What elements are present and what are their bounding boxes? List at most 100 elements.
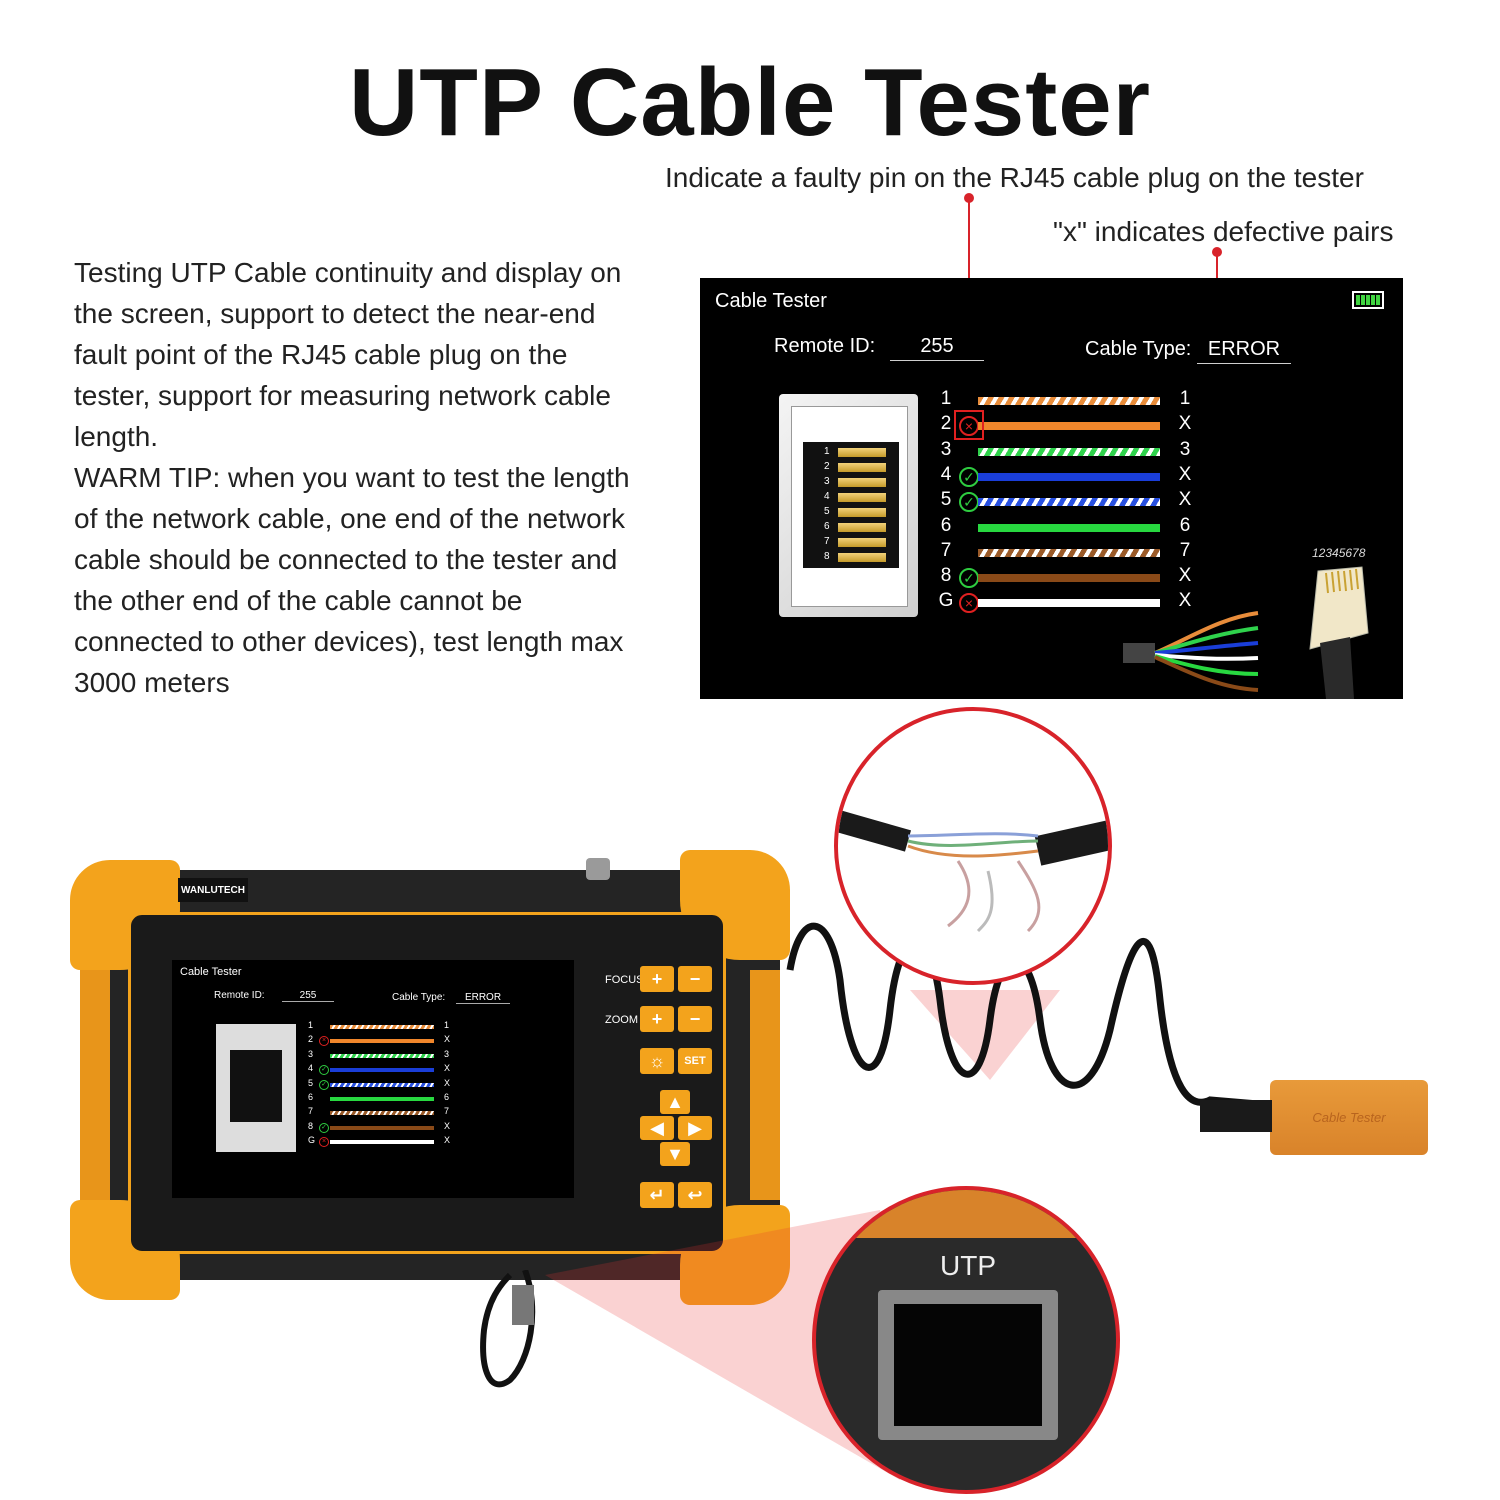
backlight-button[interactable]: ☼: [640, 1048, 674, 1074]
pin-end-status: 1: [1179, 388, 1191, 409]
screen-title: Cable Tester: [715, 290, 827, 312]
utp-port-socket: [878, 1290, 1058, 1440]
cable-type-value: ERROR: [1197, 338, 1291, 364]
zoom-plus-button[interactable]: +: [640, 1006, 674, 1032]
faulty-pin-callout: Indicate a faulty pin on the RJ45 cable …: [665, 162, 1364, 193]
device-pin-end-status: X: [444, 1063, 451, 1074]
pin-end-status: X: [1178, 463, 1192, 485]
port-pin-number: 3: [824, 476, 830, 487]
tester-device: WANLUTECH Cable Tester Remote ID: 255 Ca…: [70, 850, 790, 1305]
pin-label: 5: [940, 489, 952, 511]
stripped-cable-zoom: [834, 707, 1112, 985]
port-pin-contact: [838, 523, 886, 532]
wire-line: [978, 599, 1160, 608]
device-pin-end-status: 6: [444, 1092, 450, 1102]
pin-label: 1: [940, 388, 952, 409]
pin-label: 6: [940, 514, 952, 536]
device-pin-label: 3: [308, 1048, 314, 1059]
device-pin-label: 6: [308, 1092, 314, 1102]
pin-label: 8: [940, 565, 952, 587]
page-title: UTP Cable Tester: [348, 49, 1152, 156]
device-port-graphic: [216, 1024, 296, 1152]
wire-line: [978, 574, 1160, 583]
pin-end-status: X: [1178, 489, 1192, 511]
focus-plus-button[interactable]: +: [640, 966, 674, 992]
ok-check-icon: ✓: [319, 1079, 329, 1090]
device-cable: [480, 1270, 536, 1388]
device-wire-line: [330, 1039, 434, 1044]
faulty-pin-highlight: [954, 410, 984, 440]
enter-button[interactable]: ↵: [640, 1182, 674, 1208]
pin-label: G: [938, 590, 954, 612]
device-remote-id-value: 255: [282, 990, 334, 1002]
left-button[interactable]: ◀: [640, 1116, 674, 1140]
device-pin-end-status: 1: [444, 1020, 450, 1030]
pin-end-status: 3: [1179, 438, 1191, 460]
ok-check-icon: ✓: [319, 1122, 329, 1133]
focus-minus-button[interactable]: −: [678, 966, 712, 992]
device-wire-line: [330, 1097, 434, 1101]
remote-id-value: 255: [890, 335, 984, 361]
device-pin-label: 1: [308, 1020, 314, 1030]
feature-description: Testing UTP Cable continuity and display…: [74, 252, 644, 703]
down-button[interactable]: ▼: [660, 1142, 690, 1166]
error-x-icon: ×: [959, 593, 979, 614]
rj45-plug-graphic: [1309, 566, 1369, 699]
bulb-icon: ☼: [648, 1050, 666, 1071]
up-button[interactable]: ▲: [660, 1090, 690, 1114]
device-pin-end-status: X: [444, 1135, 451, 1146]
port-pin-contact: [838, 508, 886, 517]
arrow-right-icon: ▶: [688, 1117, 702, 1138]
wire-line: [978, 422, 1160, 431]
port-pin-contact: [838, 463, 886, 472]
device-screen-title: Cable Tester: [180, 966, 242, 978]
device-pin-label: 7: [308, 1106, 314, 1117]
right-button[interactable]: ▶: [678, 1116, 712, 1140]
wire-line: [978, 548, 1160, 557]
battery-icon: [1352, 291, 1384, 309]
device-pin-end-status: X: [444, 1034, 451, 1045]
port-pin-contact: [838, 553, 886, 562]
error-x-icon: ×: [319, 1137, 329, 1148]
device-pin-end-status: 3: [444, 1048, 450, 1059]
ok-check-icon: ✓: [959, 492, 979, 513]
pin-end-status: X: [1178, 590, 1192, 612]
cable-type-label: Cable Type:: [1085, 338, 1192, 360]
set-button[interactable]: SET: [678, 1048, 712, 1074]
device-wire-line: [330, 1082, 434, 1087]
coiled-cable: [786, 922, 1271, 1109]
wire-line: [978, 397, 1160, 405]
remote-id-label: Remote ID:: [774, 335, 876, 357]
device-pin-end-status: X: [444, 1120, 451, 1131]
device-wire-line: [330, 1025, 434, 1029]
back-button[interactable]: ↩: [678, 1182, 712, 1208]
description-tip: WARM TIP: when you want to test the leng…: [74, 462, 630, 698]
pin-end-status: X: [1178, 413, 1192, 435]
pin-label: 2: [940, 413, 952, 435]
utp-port-label: UTP: [940, 1250, 996, 1281]
device-pin-label: 2: [308, 1034, 314, 1045]
port-pin-contact: [838, 478, 886, 487]
screen-enlargement: Cable Tester Remote ID: 255 Cable Type: …: [700, 278, 1403, 699]
device-pin-label: 8: [308, 1120, 314, 1131]
device-pin-label: 5: [308, 1077, 314, 1088]
loose-wires-graphic: [1123, 611, 1259, 692]
remote-adapter: Cable Tester: [1270, 1080, 1428, 1155]
device-cable-type-value: ERROR: [456, 992, 510, 1004]
utp-port-zoom: UTP: [812, 1186, 1120, 1494]
pin-label: 3: [940, 438, 952, 460]
device-wire-line: [330, 1111, 434, 1116]
zoom-label: ZOOM: [605, 1014, 638, 1026]
port-pin-number: 5: [824, 506, 830, 517]
defective-pairs-callout: "x" indicates defective pairs: [1053, 216, 1394, 247]
device-wire-line: [330, 1125, 434, 1130]
bnc-connector: [586, 858, 610, 880]
focus-label: FOCUS: [605, 974, 644, 986]
pin-end-status: 6: [1179, 514, 1191, 536]
return-icon: ↩: [687, 1184, 703, 1205]
port-pin-contact: [838, 493, 886, 502]
device-wire-line: [330, 1053, 434, 1058]
enter-icon: ↵: [649, 1184, 665, 1205]
port-pin-number: 4: [824, 491, 830, 502]
zoom-minus-button[interactable]: −: [678, 1006, 712, 1032]
